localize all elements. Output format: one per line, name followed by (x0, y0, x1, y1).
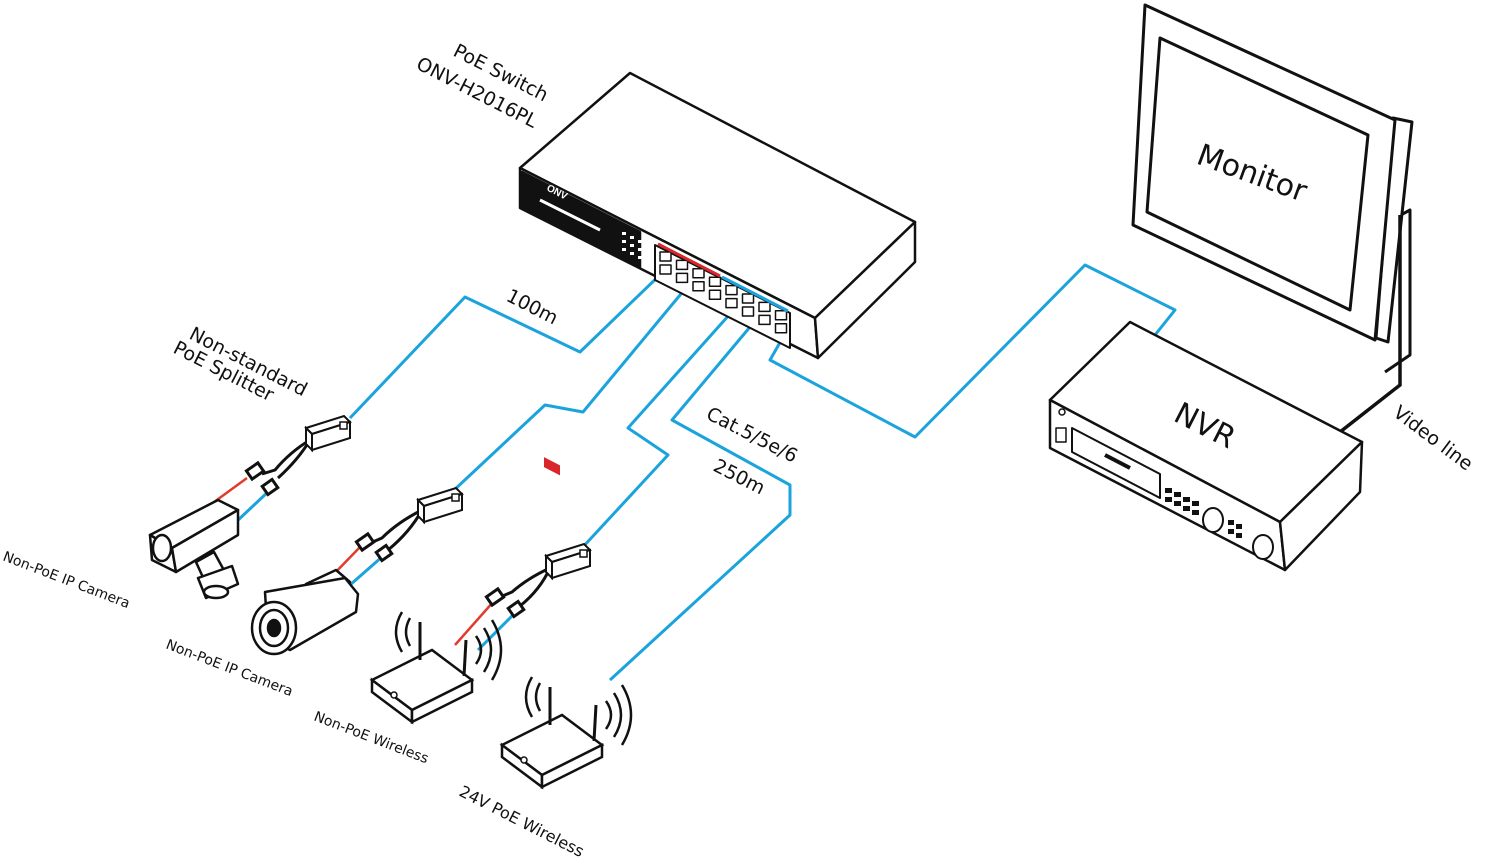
cable-to-wireless1-splitter (580, 304, 740, 550)
cables (234, 263, 1177, 682)
cable-camera2-data (349, 554, 384, 587)
switch-port (708, 289, 722, 300)
cable-to-wireless2 (608, 314, 792, 682)
switch-side-face (813, 220, 917, 360)
switch-port (692, 281, 705, 292)
wireless2-label: 24V PoE Wireless (456, 782, 587, 861)
switch-port (774, 310, 788, 321)
switch-port (741, 293, 755, 304)
wireless1-router (370, 610, 503, 724)
camera1-label: Non-PoE IP Camera (1, 549, 133, 612)
switch-port (725, 284, 738, 296)
splitter-wireless1 (545, 543, 591, 579)
cable-to-nvr (768, 263, 1177, 439)
cable-to-splitter (348, 268, 667, 420)
cable-camera1-data (234, 488, 272, 524)
switch-port (708, 276, 722, 287)
poe-switch (518, 71, 917, 476)
distance-100m: 100m (503, 285, 562, 329)
monitor (1131, 3, 1414, 374)
switch-port (692, 268, 705, 279)
switch-logo-mark (544, 457, 560, 476)
nvr-buttons (1165, 488, 1242, 538)
wireless2-router (500, 675, 633, 789)
switch-port (725, 297, 738, 309)
monitor-screen (1145, 36, 1370, 312)
nvr (1048, 320, 1364, 572)
power-wire-wireless1 (454, 600, 495, 646)
distance-250m: 250m (710, 455, 769, 499)
nvr-disk-bay (1071, 427, 1161, 499)
video-line-cable (1338, 215, 1402, 434)
switch-port (675, 272, 689, 284)
cable-to-camera2-splitter (450, 282, 692, 494)
switch-ports (659, 251, 788, 334)
switch-port (758, 314, 771, 326)
switch-port (659, 264, 672, 275)
camera2 (250, 568, 360, 656)
switch-port (659, 251, 672, 262)
video-line-label: Video line (1389, 401, 1477, 475)
switch-port (741, 306, 755, 317)
switch-port (675, 259, 689, 271)
switch-port (774, 323, 788, 334)
switch-port (758, 301, 771, 313)
switch-led-grid (622, 232, 642, 259)
camera1 (148, 498, 240, 600)
nvr-side-face (1278, 440, 1364, 572)
splitter-camera1 (305, 415, 351, 451)
splitter-camera2 (417, 487, 463, 523)
